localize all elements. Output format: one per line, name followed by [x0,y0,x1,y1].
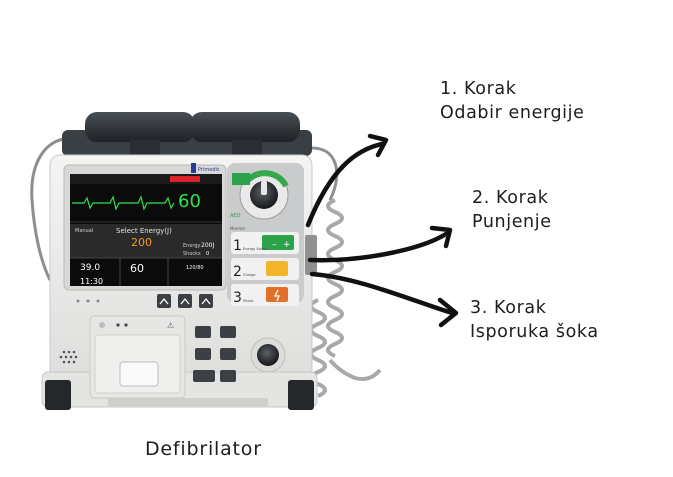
brand-logo-mark [191,163,196,173]
aed-label: AED [230,213,241,219]
svg-text:⚠: ⚠ [167,321,174,330]
svg-text:–: – [272,240,277,250]
dial-label-plate [232,173,250,185]
step-2-title: 2. Korak [472,188,549,208]
cable-connector [305,235,317,275]
function-buttons [193,326,236,382]
step-1-label: 1. Korak Odabir energije [440,77,584,125]
monitor-label: Monitor [230,226,246,231]
select-energy-text: Select Energy(J) [116,227,172,235]
step-2-subtitle: Punjenje [472,212,552,232]
charge-label: Charge [243,273,256,277]
step-number-1: 1 [233,238,242,254]
svg-text:+: + [283,240,291,250]
left-cable [30,136,71,281]
arrow-step-1 [305,141,385,228]
device-caption: Defibrilator [145,438,262,460]
pulse-value: 60 [130,262,144,275]
nibp-value: 120/80 [186,265,204,271]
shocks-label: Shocks [183,251,201,257]
charge-button[interactable] [266,261,288,276]
manual-label: Manual [75,228,93,234]
brand-name: Primedic [198,167,220,173]
coiled-cable [309,198,382,398]
temp-value: 39.0 [80,263,100,273]
step-arrows [305,133,459,328]
clock-time: 11:30 [80,277,103,286]
speaker-grille [59,350,78,364]
energy-select-label: Energy Select [243,247,268,251]
energy-value: 200 [131,236,152,249]
energy-setting: 200J [201,242,214,249]
paddle-left [85,112,195,142]
step-3-label: 3. Korak Isporuka šoka [470,296,599,344]
step-number-3: 3 [233,290,242,306]
energy-label: Energy [183,243,201,249]
shock-label: Shock [243,299,255,303]
paddle-right [190,112,300,142]
arrow-step-3 [309,271,455,316]
arrow-step-2 [307,231,449,263]
step-1-subtitle: Odabir energije [440,103,585,123]
shock-button[interactable] [266,287,288,302]
energy-select-button[interactable] [262,235,294,250]
shocks-value: 0 [206,251,209,257]
step-3-title: 3. Korak [470,298,547,318]
printer-door [119,361,159,387]
step-1-title: 1. Korak [440,79,517,99]
hr-value: 60 [178,191,201,212]
step-number-2: 2 [233,264,242,280]
step-2-label: 2. Korak Punjenje [472,186,552,234]
step-3-subtitle: Isporuka šoka [470,322,599,342]
ecg-trace [72,195,175,211]
